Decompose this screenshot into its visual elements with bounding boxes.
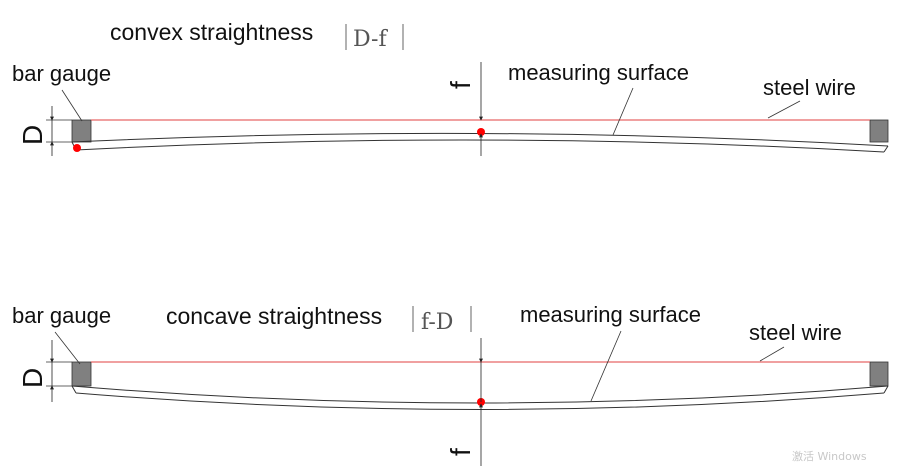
convex-title: convex straightness: [110, 19, 313, 45]
concave-d-label: D: [17, 368, 48, 388]
convex-d-label: D: [17, 125, 48, 145]
concave-steel-wire-label: steel wire: [749, 320, 842, 345]
convex-bar-gauge-label: bar gauge: [12, 61, 111, 86]
left-bar-gauge: [71, 361, 92, 387]
activate-windows-watermark: 激活 Windows: [792, 449, 867, 463]
convex-f-label: f: [445, 81, 476, 89]
concave-diagram: concave straightness f-D D f bar gauge m…: [12, 302, 889, 466]
concave-bar-gauge-label: bar gauge: [12, 303, 111, 328]
concave-measuring-surface-label: measuring surface: [520, 302, 701, 327]
right-bar-gauge: [869, 361, 889, 387]
convex-steel-wire-label: steel wire: [763, 75, 856, 100]
right-bar-gauge: [869, 119, 889, 143]
measuring-surface-bottom: [75, 392, 885, 410]
measuring-point-edge: [73, 144, 81, 152]
convex-diagram: convex straightness D-f D f bar gauge me…: [12, 19, 889, 156]
convex-formula: D-f: [353, 27, 388, 52]
left-bar-gauge: [71, 119, 92, 143]
concave-formula: f-D: [421, 310, 453, 335]
concave-title: concave straightness: [166, 303, 382, 329]
measuring-surface-bottom: [75, 139, 885, 153]
convex-measuring-surface-label: measuring surface: [508, 60, 689, 85]
concave-f-label: f: [445, 448, 476, 456]
